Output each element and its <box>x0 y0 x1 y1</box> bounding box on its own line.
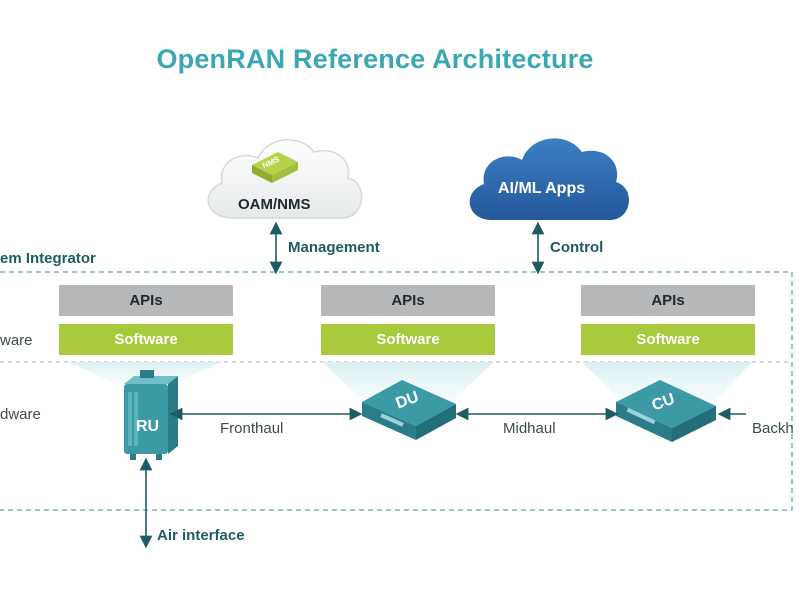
management-label: Management <box>288 239 380 256</box>
ru-label: RU <box>136 418 160 435</box>
software-layer-label: ware <box>0 332 33 349</box>
fronthaul-label: Fronthaul <box>220 420 284 437</box>
oam-nms-label: OAM/NMS <box>238 196 311 213</box>
air-interface-label: Air interface <box>157 527 245 544</box>
ru-apis-block: APIs <box>59 285 233 316</box>
du-apis-block: APIs <box>321 285 495 316</box>
page-title: OpenRAN Reference Architecture <box>156 44 594 74</box>
backhaul-label: Backh <box>752 420 794 437</box>
system-integrator-frame <box>0 271 793 511</box>
cu-software-block: Software <box>581 324 755 355</box>
midhaul-label: Midhaul <box>503 420 556 437</box>
du-software-block: Software <box>321 324 495 355</box>
ru-software-block: Software <box>59 324 233 355</box>
ru-device-icon <box>124 370 178 460</box>
cu-apis-block: APIs <box>581 285 755 316</box>
control-label: Control <box>550 239 604 256</box>
system-integrator-label: em Integrator <box>0 250 96 267</box>
oam-nms-cloud <box>207 139 363 219</box>
hardware-layer-label: dware <box>0 406 41 423</box>
du-device-icon <box>362 380 456 440</box>
cu-device-icon <box>616 380 716 442</box>
nms-device-icon <box>252 152 298 183</box>
aiml-label: AI/ML Apps <box>498 180 586 197</box>
aiml-cloud <box>469 138 629 220</box>
